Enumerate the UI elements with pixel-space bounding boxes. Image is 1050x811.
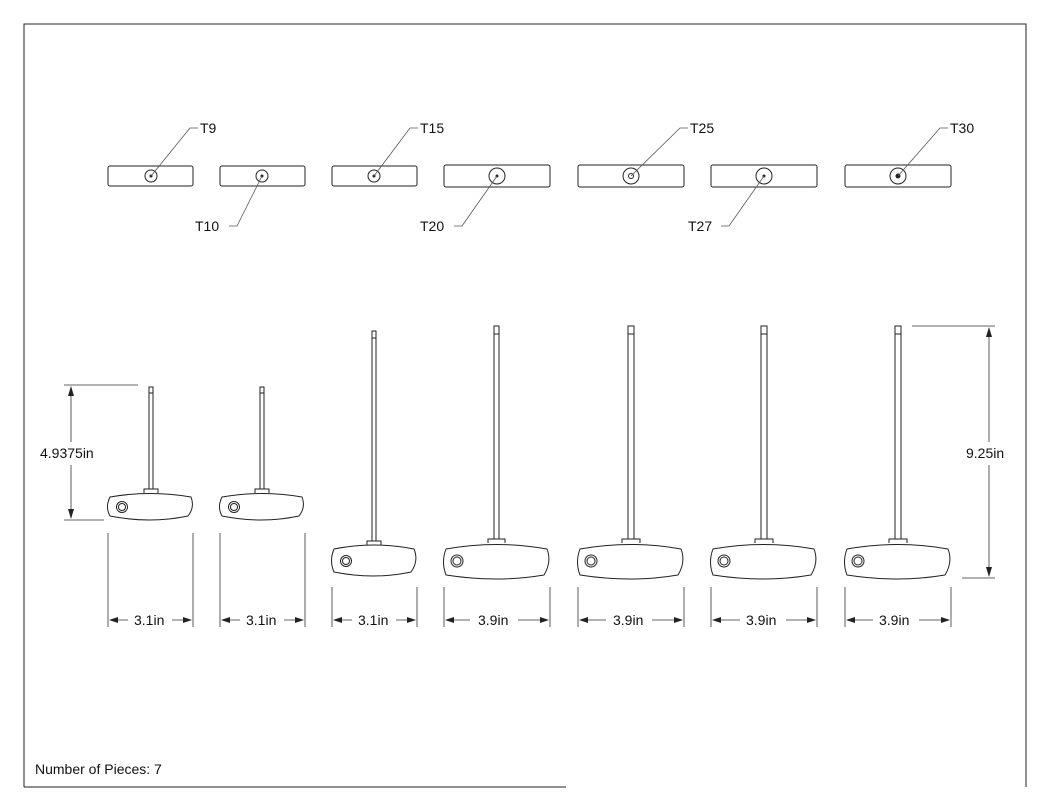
height-dimension-long (912, 325, 995, 579)
drawing-frame (23, 23, 1027, 787)
side-view-t9 (107, 386, 193, 521)
width-dimension-t9 (107, 533, 194, 627)
width-dimension-t25 (577, 587, 685, 627)
top-view-t30 (844, 127, 952, 188)
top-view-t25 (577, 127, 688, 188)
width-dimension-t27 (710, 587, 818, 627)
width-label-t20: 3.9in (478, 612, 508, 628)
width-label-t9: 3.1in (134, 612, 164, 628)
width-label-t15: 3.1in (358, 612, 388, 628)
label-t30: T30 (950, 120, 974, 136)
width-dimension-t20 (443, 587, 551, 627)
height-label-long: 9.25in (966, 445, 1004, 461)
label-t20: T20 (420, 218, 444, 234)
side-view-t10 (219, 386, 304, 521)
top-view-t9 (107, 127, 198, 187)
label-t25: T25 (690, 120, 714, 136)
top-view-t20 (443, 164, 551, 227)
width-label-t25: 3.9in (613, 612, 643, 628)
label-t9: T9 (200, 120, 217, 136)
top-view-t15 (331, 127, 418, 187)
width-dimension-t30 (844, 587, 952, 627)
width-dimension-t15 (331, 587, 418, 627)
side-view-t25 (577, 325, 684, 580)
height-dimension-short (64, 384, 138, 521)
width-label-t30: 3.9in (879, 612, 909, 628)
label-t15: T15 (420, 120, 444, 136)
label-t10: T10 (195, 218, 219, 234)
width-dimension-t10 (219, 533, 306, 627)
side-view-t15 (331, 330, 417, 577)
side-view-t30 (844, 325, 951, 580)
label-t27: T27 (688, 218, 712, 234)
height-label-short: 4.9375in (40, 445, 94, 461)
side-view-t20 (443, 325, 550, 580)
width-label-t27: 3.9in (746, 612, 776, 628)
top-view-t27 (710, 164, 818, 227)
top-view-t10 (219, 165, 306, 227)
pieces-count: Number of Pieces: 7 (35, 761, 162, 777)
width-label-t10: 3.1in (246, 612, 276, 628)
side-view-t27 (710, 325, 817, 580)
